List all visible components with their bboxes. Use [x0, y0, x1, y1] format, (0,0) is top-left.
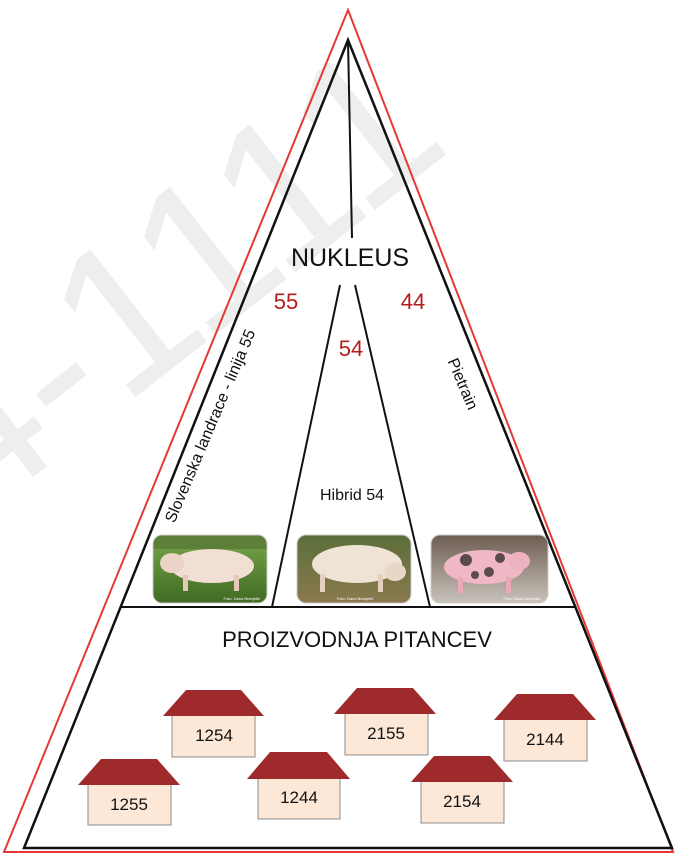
- apex-line: [347, 39, 353, 239]
- photo-caption-3: Foto: Dana Branjetič: [504, 596, 540, 601]
- farm-label: 1254: [195, 726, 233, 745]
- landrace-photo: Foto: Dana Branjetič: [152, 534, 268, 604]
- production-title: PROIZVODNJA PITANCEV: [222, 627, 492, 652]
- right-line-code: 44: [401, 289, 425, 314]
- farm-house-1255: 1255: [78, 759, 180, 826]
- hybrid-left-line: [271, 284, 341, 608]
- farm-label: 2144: [526, 730, 564, 749]
- right-breed-label: Pietrain: [444, 356, 481, 413]
- watermark: 4-1111: [0, 0, 482, 557]
- photo-caption-2: Foto: Dana Branjetič: [337, 596, 373, 601]
- hybrid-code: 54: [339, 336, 363, 361]
- farm-label: 1255: [110, 795, 148, 814]
- left-line-code: 55: [274, 289, 298, 314]
- hybrid-right-line: [354, 284, 431, 608]
- pietrain-photo: Foto: Dana Branjetič: [430, 534, 549, 604]
- hybrid-breed-label: Hibrid 54: [320, 487, 384, 504]
- outer-red-triangle: [2, 7, 675, 853]
- farm-label: 2154: [443, 792, 481, 811]
- farm-house-1254: 1254: [163, 690, 264, 758]
- farm-label: 2155: [367, 724, 405, 743]
- farm-house-2144: 2144: [494, 694, 596, 762]
- farm-house-2155: 2155: [334, 688, 436, 756]
- photo-caption-1: Foto: Dana Branjetič: [224, 596, 260, 601]
- pyramid-outline: [22, 36, 674, 850]
- hybrid-photo: Foto: Dana Branjetič: [296, 534, 412, 604]
- farm-house-2154: 2154: [411, 756, 513, 824]
- farm-label: 1244: [280, 788, 318, 807]
- nucleus-title: NUKLEUS: [291, 244, 409, 272]
- farm-house-1244: 1244: [247, 752, 350, 820]
